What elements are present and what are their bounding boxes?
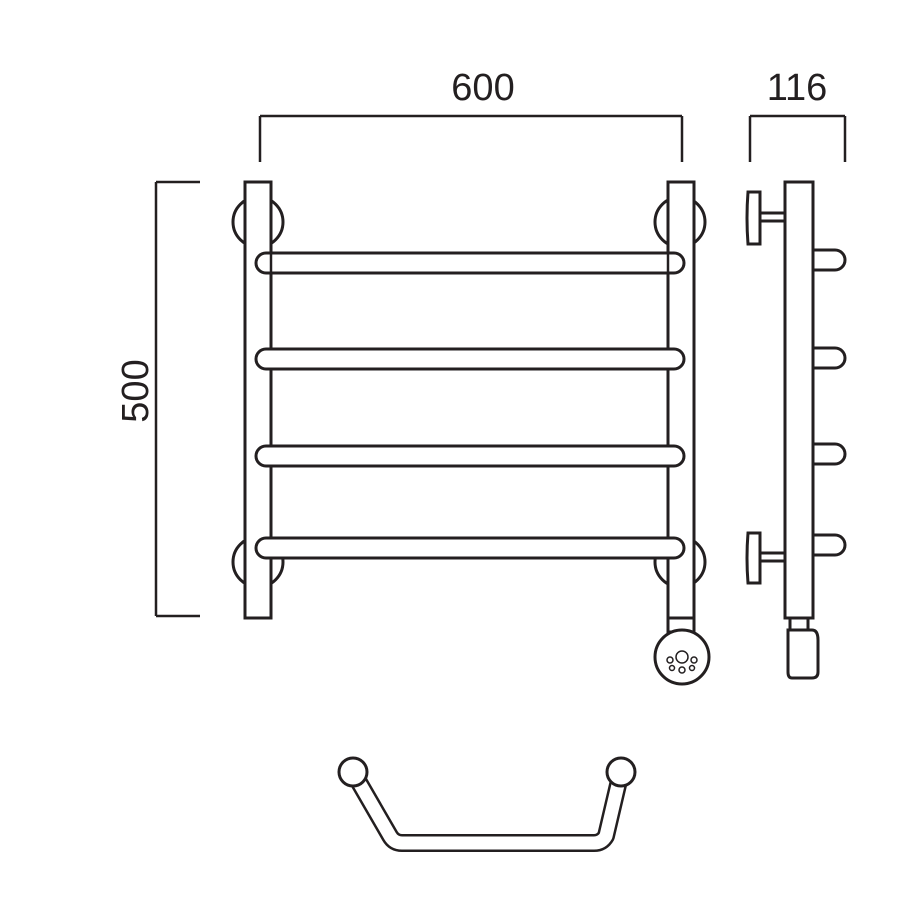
side-bracket-top — [745, 190, 787, 246]
side-post — [783, 180, 815, 620]
width-dimension: 600 — [258, 67, 684, 162]
rail-4 — [254, 536, 686, 560]
height-label: 500 — [115, 359, 157, 422]
front-view — [231, 180, 711, 686]
side-heater-connector — [788, 616, 810, 632]
rail-3 — [254, 444, 686, 468]
top-view-end-right — [605, 756, 637, 788]
depth-label: 116 — [767, 67, 828, 109]
top-view-end-left — [337, 756, 369, 788]
heater-knob-icon — [653, 628, 711, 686]
depth-dimension: 116 — [748, 67, 847, 162]
height-dimension: 500 — [115, 180, 200, 618]
rail-2 — [254, 347, 686, 371]
side-heater-body — [786, 628, 820, 680]
width-label: 600 — [451, 67, 514, 109]
side-bracket-bottom — [745, 531, 787, 585]
rail-1 — [254, 251, 686, 275]
top-view — [337, 756, 637, 852]
side-view — [745, 180, 847, 680]
